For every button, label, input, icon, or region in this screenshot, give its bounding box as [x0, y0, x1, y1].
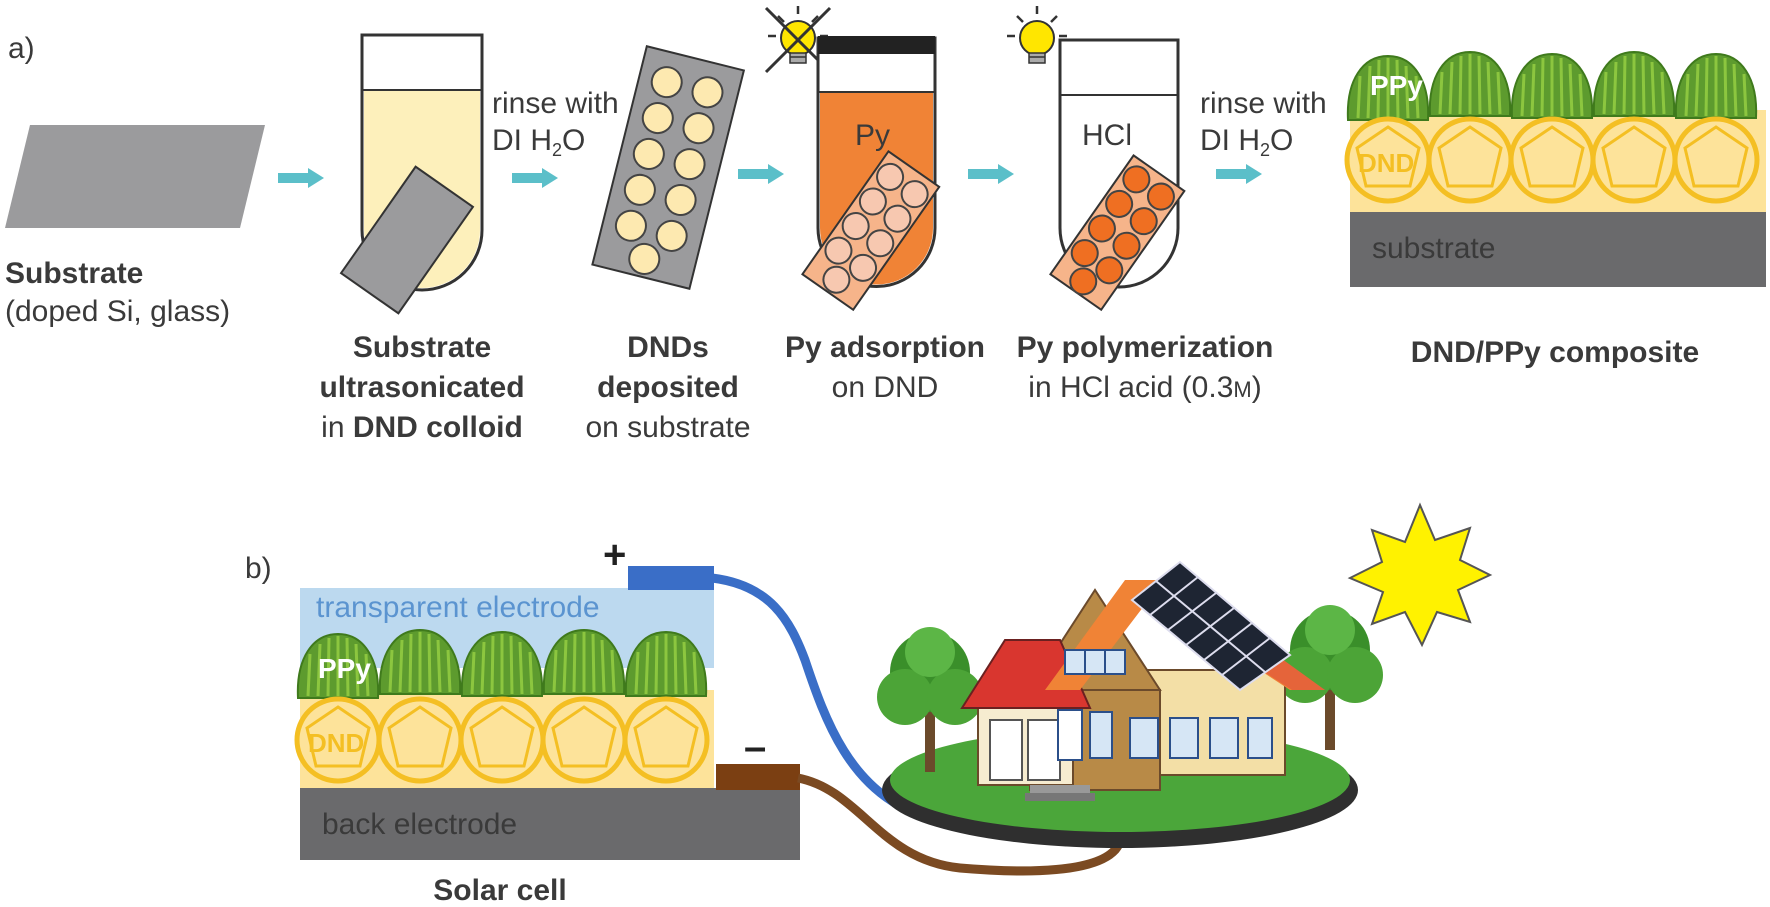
composite-ppy-label: PPy — [1370, 70, 1423, 101]
solar-dnd-label: DND — [308, 728, 364, 758]
step2-line2: deposited — [597, 371, 739, 404]
minus-sign: – — [744, 725, 766, 769]
deposited-dnd-slab — [591, 45, 746, 290]
solar-cell-stack — [297, 588, 800, 860]
step4-line1: Py polymerization — [1017, 331, 1274, 364]
positive-electrode-tab — [628, 566, 714, 590]
step2-line1: DNDs — [627, 331, 709, 364]
tube-py — [801, 36, 941, 312]
process-arrow-4-icon — [968, 164, 1014, 184]
rinse1-line1: rinse with — [492, 87, 619, 120]
composite-dnd-label: DND — [1358, 148, 1414, 178]
step1-line1: Substrate — [353, 331, 491, 364]
composite-caption: DND/PPy composite — [1411, 336, 1699, 369]
rinse1-line2: DI H2O — [492, 124, 585, 160]
rinse2-line2: DI H2O — [1200, 124, 1293, 160]
panel-b-label: b) — [245, 552, 272, 585]
tube-hcl — [1049, 38, 1186, 312]
bulb-on-icon — [1005, 4, 1069, 65]
tube-hcl-label: HCl — [1082, 119, 1132, 152]
substrate-title: Substrate — [5, 257, 143, 290]
solar-cell-caption: Solar cell — [433, 874, 566, 907]
solar-ppy-label: PPy — [318, 653, 371, 684]
step3-line1: Py adsorption — [785, 331, 985, 364]
process-arrow-2-icon — [512, 168, 558, 188]
step4-line2: in HCl acid (0.3M) — [1028, 371, 1261, 404]
dnd-ppy-composite-stack — [1347, 50, 1766, 287]
tube-dnd-colloid — [339, 33, 484, 315]
process-arrow-5-icon — [1216, 164, 1262, 184]
step2-line3: on substrate — [585, 411, 750, 444]
tube-py-label: Py — [855, 119, 890, 152]
process-arrow-3-icon — [738, 164, 784, 184]
back-electrode-label: back electrode — [322, 808, 517, 841]
house-icon — [960, 560, 1325, 801]
negative-electrode-tab — [716, 764, 800, 790]
step1-line2: ultrasonicated — [319, 371, 524, 404]
plus-sign: + — [603, 533, 626, 577]
step1-line3: in DND colloid — [321, 411, 523, 444]
substrate-subtitle: (doped Si, glass) — [5, 295, 230, 328]
rinse2-line1: rinse with — [1200, 87, 1327, 120]
solar-panel-icon — [1130, 560, 1292, 692]
transparent-electrode-label: transparent electrode — [316, 591, 600, 624]
sun-icon — [1347, 502, 1493, 648]
composite-substrate-label: substrate — [1372, 232, 1495, 265]
panel-a-label: a) — [8, 32, 35, 65]
step3-line2: on DND — [832, 371, 939, 404]
substrate-slab — [5, 125, 265, 228]
process-arrow-1-icon — [278, 168, 324, 188]
